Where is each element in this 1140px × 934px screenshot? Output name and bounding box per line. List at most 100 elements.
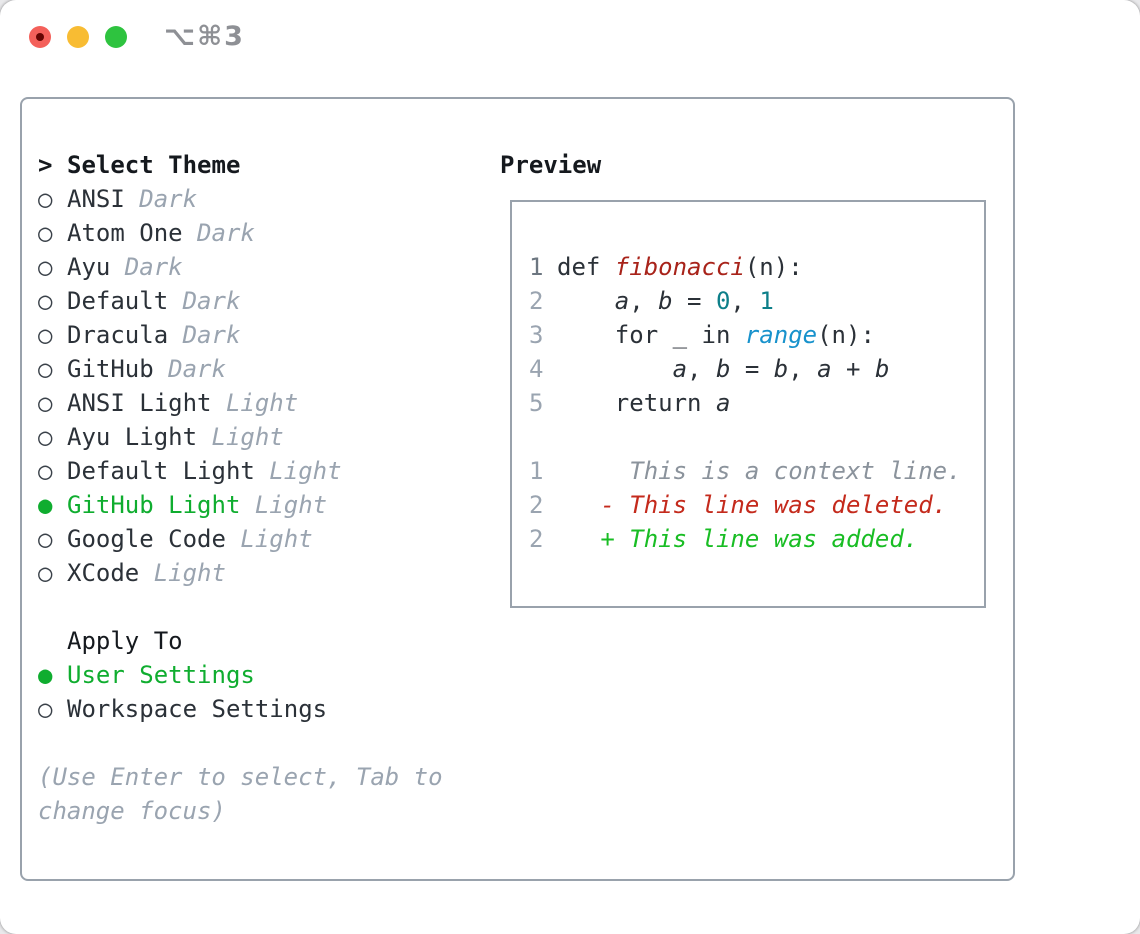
theme-option[interactable]: ○Google Code Light: [38, 522, 342, 556]
theme-option[interactable]: ○XCode Light: [38, 556, 342, 590]
radio-icon: ○: [38, 287, 53, 315]
theme-option[interactable]: ○Default Dark: [38, 284, 342, 318]
theme-variant-label: Dark: [124, 185, 198, 213]
code-token: +: [831, 355, 875, 383]
preview-title: Preview: [500, 151, 602, 179]
theme-option[interactable]: ○ Ayu Light Light: [38, 420, 342, 454]
apply-to-section: Apply To ●User Settings ○ Workspace Settin…: [38, 624, 327, 726]
code-token: b: [715, 355, 731, 383]
radio-icon: ○: [38, 185, 53, 213]
code-token: [557, 284, 615, 318]
option-label: Workspace Settings: [67, 695, 328, 723]
option-label: XCode: [67, 559, 140, 587]
code-token: ,: [629, 287, 659, 315]
theme-option[interactable]: ○Ayu Dark: [38, 250, 342, 284]
code-token: (n):: [817, 321, 875, 349]
line-number: 1: [529, 253, 544, 281]
code-token: a: [672, 355, 688, 383]
hint-text: (Use Enter to select, Tab to change focu…: [38, 760, 443, 828]
cursor-icon: >: [38, 151, 53, 179]
hint-line-1: (Use Enter to select, Tab to: [38, 763, 443, 791]
theme-option[interactable]: ○Dracula Dark: [38, 318, 342, 352]
theme-variant-label: Light: [197, 423, 284, 451]
radio-icon: ○: [38, 695, 53, 723]
radio-selected-icon: ●: [38, 491, 53, 519]
radio-icon: ○: [38, 389, 53, 417]
code-token: 0: [715, 287, 731, 315]
line-number: 2: [529, 525, 544, 553]
theme-option[interactable]: ○ Atom One Dark: [38, 216, 342, 250]
close-button[interactable]: [29, 26, 51, 48]
line-number: 5: [529, 389, 544, 417]
window-title: ⌥⌘3: [164, 21, 245, 52]
theme-option[interactable]: ○ Default Light Light: [38, 454, 342, 488]
theme-variant-label: Light: [139, 559, 226, 587]
code-line: 3 for _ in range(n):: [529, 318, 962, 352]
code-token: return: [557, 389, 716, 417]
theme-option[interactable]: ○GitHub Dark: [38, 352, 342, 386]
code-token: + This line was added.: [557, 525, 919, 553]
code-token: fibonacci: [614, 253, 745, 281]
radio-icon: ○: [38, 423, 53, 451]
code-token: range: [744, 321, 818, 349]
line-number: 2: [529, 491, 544, 519]
theme-option[interactable]: ● GitHub Light Light: [38, 488, 342, 522]
code-line: 1 This is a context line.: [529, 454, 962, 488]
apply-option[interactable]: ○ Workspace Settings: [38, 692, 327, 726]
theme-variant-label: Light: [211, 389, 299, 417]
option-label: Ayu Light: [67, 423, 198, 451]
code-token: This is a context line.: [557, 457, 962, 485]
radio-icon: ○: [38, 219, 53, 247]
theme-option[interactable]: ○ANSI Dark: [38, 182, 342, 216]
main-panel: [20, 97, 1015, 881]
option-label: ANSI Light: [67, 389, 212, 417]
code-token: =: [730, 355, 774, 383]
code-token: 1: [759, 287, 774, 315]
code-token: =: [672, 287, 716, 315]
option-label: Atom One: [67, 219, 183, 247]
minimize-button[interactable]: [67, 26, 89, 48]
option-label: Default Light: [67, 457, 255, 485]
theme-variant-label: Dark: [182, 219, 255, 247]
code-token: a: [817, 355, 832, 383]
theme-list-header: > Select Theme: [38, 148, 342, 182]
radio-icon: ○: [38, 321, 53, 349]
radio-icon: ○: [38, 355, 53, 383]
code-token: (n):: [744, 253, 803, 281]
preview-box: [510, 200, 986, 608]
apply-to-header-row: Apply To: [38, 624, 327, 658]
code-token: - This line was deleted.: [557, 491, 948, 519]
radio-selected-icon: ●: [38, 661, 53, 689]
apply-to-title: Apply To: [67, 627, 183, 655]
theme-option[interactable]: ○ ANSI Light Light: [38, 386, 342, 420]
option-label: Ayu: [67, 253, 111, 281]
theme-variant-label: Dark: [168, 287, 241, 315]
apply-option[interactable]: ●User Settings: [38, 658, 327, 692]
radio-icon: ○: [38, 457, 53, 485]
code-token: b: [874, 355, 890, 383]
code-token: ,: [730, 287, 760, 315]
code-token: b: [658, 287, 673, 315]
theme-variant-label: Dark: [153, 355, 226, 383]
code-token: b: [773, 355, 789, 383]
option-label: GitHub Light: [67, 491, 241, 519]
code-token: ,: [788, 355, 818, 383]
theme-variant-label: Light: [240, 491, 328, 519]
theme-list-title: Select Theme: [67, 151, 241, 179]
line-number: 2: [529, 287, 544, 315]
code-token: for _ in: [557, 321, 745, 349]
hint-line-2: change focus): [38, 797, 226, 825]
theme-variant-label: Dark: [168, 321, 241, 349]
code-line: 2 - This line was deleted.: [529, 488, 962, 522]
theme-variant-label: Light: [254, 457, 342, 485]
zoom-button[interactable]: [105, 26, 127, 48]
line-number: 3: [529, 321, 544, 349]
window-controls: [29, 26, 127, 48]
radio-icon: ○: [38, 253, 53, 281]
code-line: 2 + This line was added.: [529, 522, 962, 556]
theme-variant-label: Light: [225, 525, 313, 553]
code-line: 2 a, b = 0, 1: [529, 284, 962, 318]
